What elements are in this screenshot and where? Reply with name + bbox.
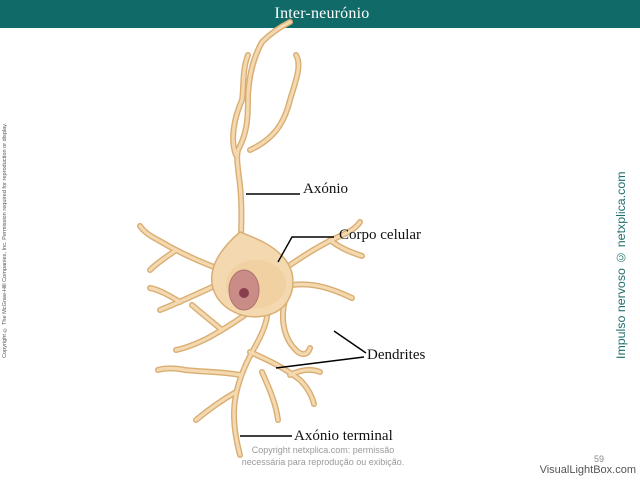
nucleolus <box>239 288 249 298</box>
copyright-notice-line-2: necessária para reprodução ou exibição. <box>241 457 405 467</box>
leader-cell-body <box>277 236 334 263</box>
leader-lines <box>240 193 367 437</box>
leader-dendrites-upper <box>333 330 367 354</box>
copyright-notice-line-1: Copyright netxplica.com: permissão <box>251 445 395 455</box>
axon-branch-right <box>247 52 302 153</box>
dendrite-right-lower <box>279 297 313 358</box>
label-axon-terminal: Axónio terminal <box>294 428 393 444</box>
slide-title-bar: Inter-neurónio <box>0 0 640 28</box>
brand-watermark[interactable]: VisualLightBox.com <box>539 464 636 476</box>
page-number: 59 <box>593 454 604 464</box>
neuron-processes <box>137 19 365 458</box>
label-axon: Axónio <box>303 181 348 197</box>
axon-terminal-right <box>247 349 317 407</box>
dendrite-left-upper <box>137 223 225 273</box>
slide-title: Inter-neurónio <box>274 5 370 22</box>
leader-dendrites-lower <box>275 356 365 369</box>
cell-body <box>210 231 294 318</box>
copyright-notice: Copyright netxplica.com: permissão neces… <box>218 444 428 468</box>
label-dendrites: Dendrites <box>367 347 426 363</box>
label-cell-body: Corpo celular <box>339 227 422 243</box>
